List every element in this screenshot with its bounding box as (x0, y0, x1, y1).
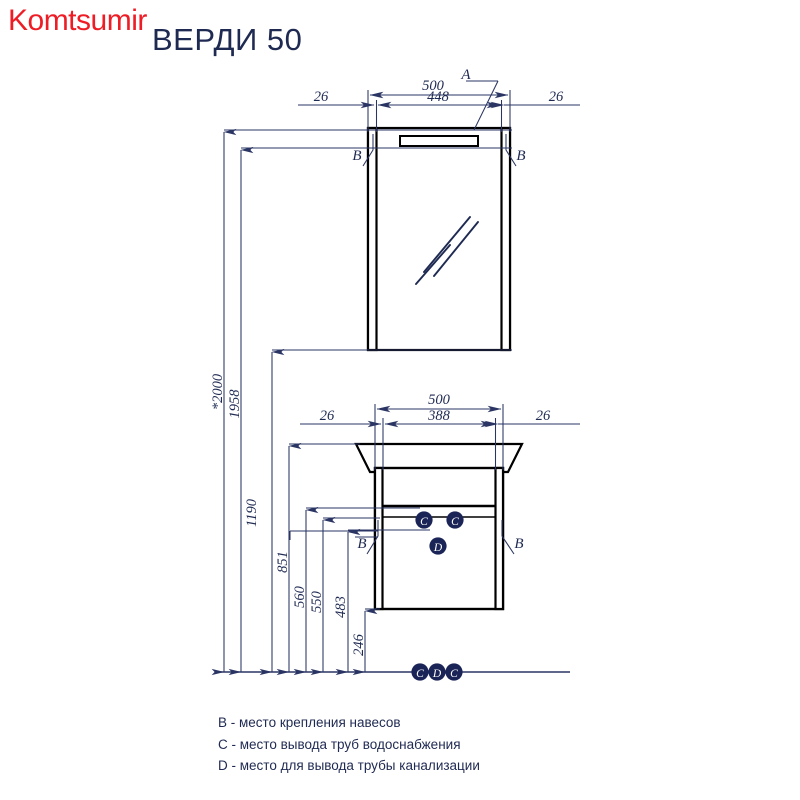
callout-leaders (289, 80, 517, 555)
marker-c-right-label: C (451, 516, 459, 528)
vanity-unit-elevation (354, 442, 524, 611)
dim-mirror-right-26: 26 (549, 89, 564, 105)
dim-height-560: 560 (292, 585, 308, 608)
marker-d-center: D (429, 537, 447, 555)
dim-height-1190: 1190 (244, 498, 260, 527)
callout-b-mirror-right: B (516, 148, 525, 164)
dim-vanity-right-26: 26 (536, 408, 551, 424)
legend-line-b: B - место крепления навесов (218, 715, 401, 730)
washbasin-top (354, 442, 524, 474)
page-title: ВЕРДИ 50 (152, 22, 303, 57)
dim-mirror-500: 500 (422, 78, 445, 94)
dim-vanity-left-26: 26 (320, 408, 335, 424)
marker-floor-d: D (428, 663, 446, 681)
legend-line-d: D - место для вывода трубы канализации (218, 758, 480, 773)
marker-floor-c-left-label: C (416, 668, 424, 680)
legend-line-c: C - место вывода труб водоснабжения (218, 736, 461, 752)
watermark-komtsumir: Komtsumir (8, 4, 147, 37)
dim-height-550: 550 (309, 590, 325, 613)
dim-height-246: 246 (351, 633, 367, 656)
horizontal-dimensions-vanity (300, 404, 580, 470)
dim-height-1958: 1958 (227, 389, 243, 419)
pipe-markers-floor: C D C (411, 663, 463, 681)
marker-floor-c-right-label: C (450, 668, 458, 680)
callout-b-vanity-left: B (357, 536, 366, 552)
callout-b-vanity-right: B (514, 536, 523, 552)
callout-a: A (460, 67, 471, 83)
dimension-value-labels: 500 448 26 26 500 388 26 26 *2000 1958 1… (210, 78, 564, 656)
dim-vanity-388: 388 (427, 408, 451, 424)
marker-floor-c-left: C (411, 663, 429, 681)
callout-b-mirror-left: B (352, 148, 361, 164)
marker-c-left-label: C (420, 516, 428, 528)
mirror-handle-slot (399, 135, 479, 147)
dim-height-851: 851 (275, 551, 291, 573)
marker-floor-d-label: D (432, 668, 442, 680)
horizontal-dimensions-mirror (298, 90, 580, 132)
dim-mirror-448: 448 (427, 89, 450, 105)
dim-height-2000: *2000 (210, 373, 226, 410)
dim-mirror-left-26: 26 (314, 89, 329, 105)
marker-c-right: C (446, 511, 464, 529)
mirror-reflection-lines (415, 216, 479, 285)
marker-c-left: C (415, 511, 433, 529)
vertical-dimension-lines (211, 128, 570, 676)
pipe-markers-vanity: C C D (415, 511, 464, 555)
callout-letter-labels: A B B B B (352, 67, 525, 552)
legend-block: B - место крепления навесов C - место вы… (218, 712, 480, 777)
marker-d-center-label: D (433, 542, 443, 554)
dim-height-483: 483 (333, 596, 349, 618)
marker-floor-c-right: C (445, 663, 463, 681)
dim-vanity-500: 500 (428, 392, 451, 408)
mirror-cabinet-elevation (366, 126, 512, 352)
